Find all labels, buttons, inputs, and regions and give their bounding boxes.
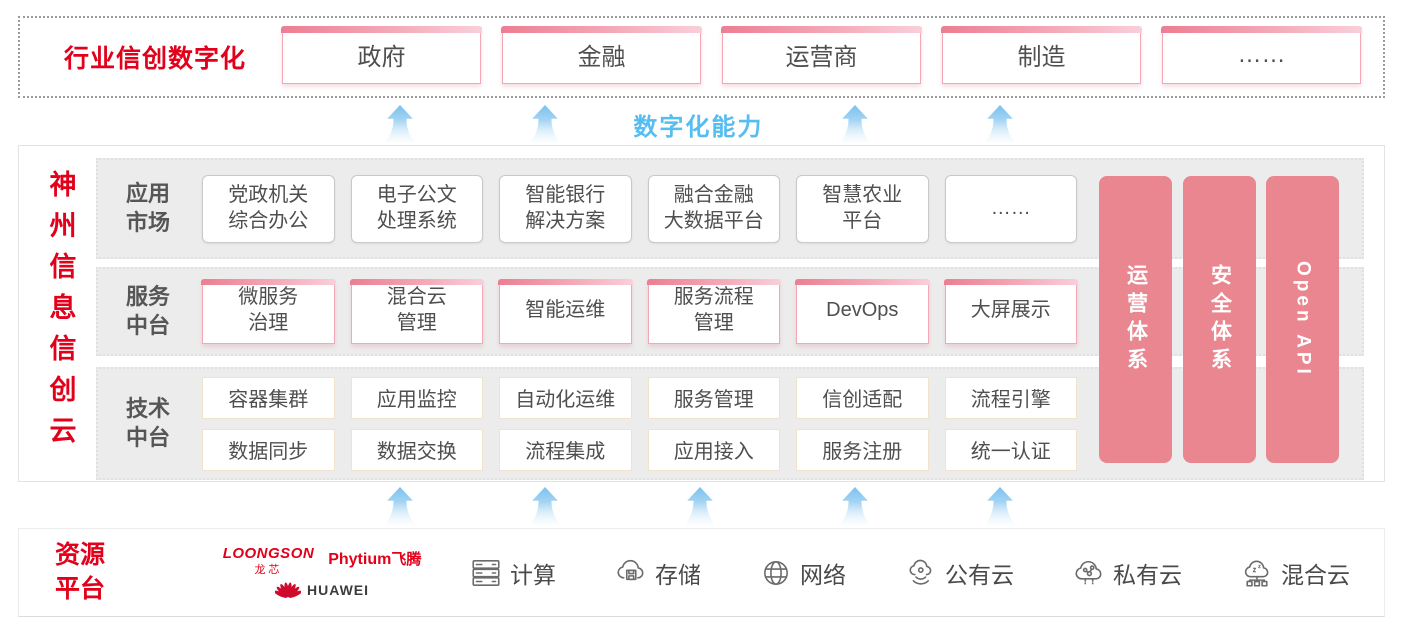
up-arrow-icon [984,486,1016,526]
resource-platform-title: 资源 平台 [55,540,106,603]
industry-band-title: 行业信创数字化 [64,45,247,73]
service-item: 服务流程 管理 [646,278,781,344]
svg-text:z: z [1253,566,1257,573]
tech-item: 流程集成 [499,428,632,471]
industry-box-operator: 运营商 [721,25,922,84]
app-market-item: 融合金融 大数据平台 [647,174,780,243]
platform-vertical-title: 神州信息信创云 [45,170,76,457]
industry-box-finance: 金融 [501,25,702,84]
app-market-row: 应用 市场 党政机关 综合办公 电子公文 处理系统 智能银行 解决方案 融合金融… [96,158,1364,259]
tech-item: 数据交换 [350,428,483,471]
platform-rows: 应用 市场 党政机关 综合办公 电子公文 处理系统 智能银行 解决方案 融合金融… [96,146,1364,481]
tech-item: 自动化运维 [499,376,632,419]
pillar-operation-system: 运营体系 [1099,176,1172,463]
tech-item: 服务注册 [796,428,929,471]
app-market-item-more: …… [944,174,1077,243]
svg-text:z: z [1258,564,1261,570]
resource-item-network: 网络 [759,556,846,590]
private-cloud-icon [1075,560,1102,584]
pillar-open-api: Open API [1266,176,1339,463]
loongson-logo: LOONGSON 龙芯 [222,545,315,576]
tech-platform-label: 技术 中台 [125,395,170,450]
industry-box-row: 政府 金融 运营商 制造 …… [281,25,1362,84]
industry-box-manufacturing: 制造 [941,25,1142,84]
app-market-label: 应用 市场 [125,180,170,235]
service-item: 混合云 管理 [349,278,484,344]
up-arrow-icon [984,104,1016,144]
huawei-flower-icon [275,582,302,598]
up-arrow-icon [839,486,871,526]
app-market-item: 智能银行 解决方案 [499,174,632,243]
cloud-platform-panel: 神州信息信创云 应用 市场 党政机关 综合办公 电子公文 处理系统 智能银行 解… [18,145,1385,482]
vendor-logos: LOONGSON 龙芯 Phytium 飞腾 [193,545,451,600]
service-platform-label: 服务 中台 [125,283,170,338]
tech-platform-row: 技术 中台 容器集群 数据同步 应用监控 数据交换 自动化运维 流程集成 [96,367,1364,480]
up-arrow-icon [684,486,716,526]
app-market-item: 智慧农业 平台 [796,174,929,243]
network-icon [764,560,788,585]
service-platform-row: 服务 中台 微服务 治理 混合云 管理 智能运维 服务流程 管理 DevOps … [96,267,1364,356]
pillar-security-system: 安全体系 [1183,176,1256,463]
tech-item: 流程引擎 [944,376,1077,419]
up-arrow-icon [384,104,416,144]
storage-icon [617,559,644,580]
resource-item-storage: 存储 [614,556,701,590]
resource-platform-band: 资源 平台 LOONGSON 龙芯 Phytium 飞腾 [18,528,1385,617]
industry-box-more: …… [1161,25,1362,84]
tech-item: 信创适配 [796,376,929,419]
tech-item: 容器集群 [202,376,335,419]
service-item: 智能运维 [498,278,632,344]
service-item: 微服务 治理 [201,278,335,344]
app-market-item: 电子公文 处理系统 [350,174,483,243]
tech-item: 数据同步 [202,428,335,471]
service-item: 大屏展示 [943,278,1078,344]
up-arrow-icon [839,104,871,144]
capability-arrow-band: 数字化能力 [0,98,1402,145]
up-arrow-icon [384,486,416,526]
hybrid-cloud-icon: z z [1244,560,1269,587]
phytium-logo: Phytium 飞腾 [328,551,422,568]
huawei-logo: HUAWEI [275,580,369,600]
tech-item: 应用监控 [350,376,483,419]
capability-label: 数字化能力 [633,114,764,141]
up-arrow-icon [529,104,561,144]
resource-items: 计算 存储 网络 [469,556,1350,590]
public-cloud-icon [909,559,932,585]
industry-digitalization-band: 行业信创数字化 政府 金融 运营商 制造 …… [18,16,1385,98]
compute-icon [472,559,500,586]
resource-item-public-cloud: 公有云 [904,556,1014,590]
tech-item: 统一认证 [944,428,1077,471]
industry-box-government: 政府 [281,25,482,84]
up-arrow-icon [529,486,561,526]
resource-item-private-cloud: 私有云 [1072,556,1182,590]
service-item: DevOps [795,278,929,344]
resource-item-hybrid-cloud: z z 混合云 [1240,556,1350,590]
app-market-item: 党政机关 综合办公 [202,174,335,243]
resource-arrow-band [0,482,1402,528]
tech-item: 应用接入 [647,428,780,471]
resource-item-compute: 计算 [469,556,556,590]
tech-item: 服务管理 [647,376,780,419]
